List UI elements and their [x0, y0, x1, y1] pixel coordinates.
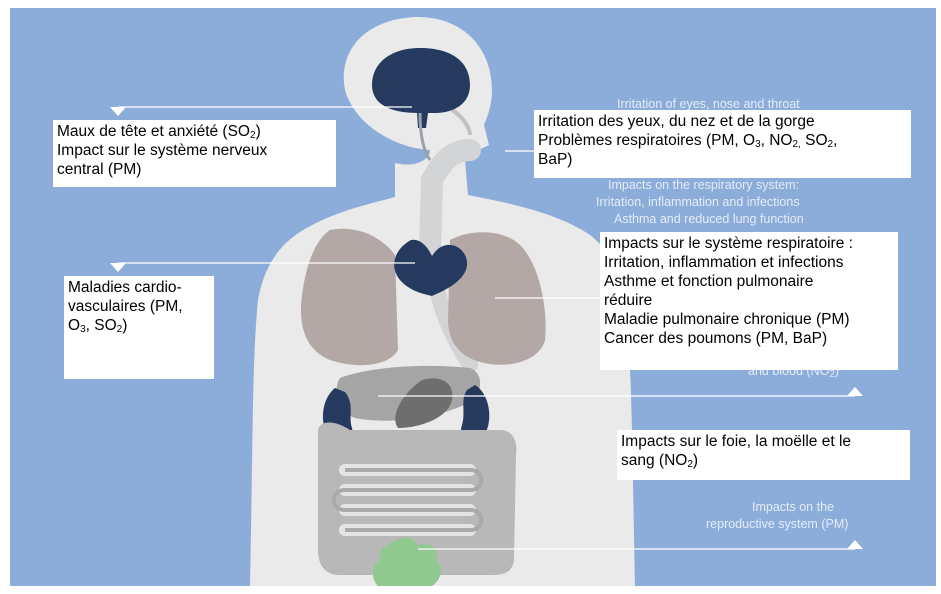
- label-cardio-line2: vasculaires (PM,: [68, 297, 210, 316]
- label-respiratory-line6: Cancer des poumons (PM, BaP): [604, 329, 894, 348]
- label-respiratory: Impacts sur le système respiratoire : Ir…: [600, 232, 898, 370]
- english-label-respiratory-3: Asthma and reduced lung function: [614, 212, 804, 227]
- label-cardio-line3: O3, SO2): [68, 316, 210, 335]
- label-respiratory-line5: Maladie pulmonaire chronique (PM): [604, 310, 894, 329]
- label-liver: Impacts sur le foie, la moëlle et le san…: [617, 430, 910, 480]
- label-head-line3: central (PM): [57, 160, 332, 179]
- label-eyes-line2: Problèmes respiratoires (PM, O3, NO2, SO…: [538, 131, 907, 150]
- label-liver-line1: Impacts sur le foie, la moëlle et le: [621, 432, 906, 451]
- lungs-icon: [301, 229, 398, 365]
- english-label-respiratory-2: Irritation, inflammation and infections: [596, 195, 800, 210]
- label-cardio: Maladies cardio- vasculaires (PM, O3, SO…: [64, 276, 214, 379]
- label-head: Maux de tête et anxiété (SO2) Impact sur…: [53, 120, 336, 187]
- english-label-reproductive-1: Impacts on the: [752, 500, 834, 515]
- label-head-line2: Impact sur le système nerveux: [57, 141, 332, 160]
- label-respiratory-line3: Asthme et fonction pulmonaire: [604, 272, 894, 291]
- label-respiratory-line2: Irritation, inflammation et infections: [604, 253, 894, 272]
- label-eyes: Irritation des yeux, du nez et de la gor…: [534, 110, 911, 178]
- label-eyes-line1: Irritation des yeux, du nez et de la gor…: [538, 112, 907, 131]
- label-respiratory-line1: Impacts sur le système respiratoire :: [604, 234, 894, 253]
- english-label-respiratory-1: Impacts on the respiratory system:: [608, 178, 799, 193]
- label-eyes-line3: BaP): [538, 150, 907, 169]
- label-respiratory-line4: réduire: [604, 291, 894, 310]
- label-cardio-line1: Maladies cardio-: [68, 278, 210, 297]
- label-liver-line2: sang (NO2): [621, 451, 906, 470]
- english-label-reproductive-2: reproductive system (PM): [706, 517, 848, 532]
- label-head-line1: Maux de tête et anxiété (SO2): [57, 122, 332, 141]
